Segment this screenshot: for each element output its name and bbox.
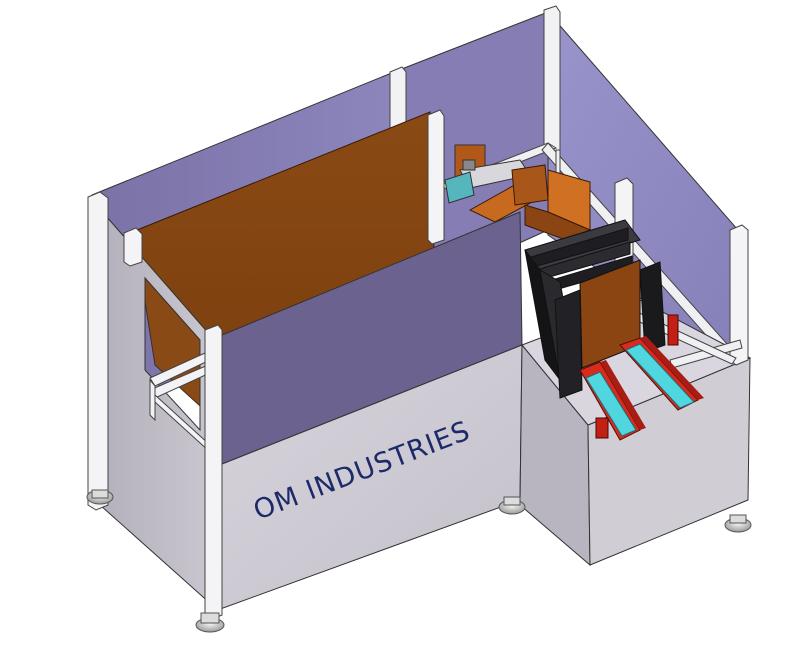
cardboard-box-open bbox=[468, 164, 592, 241]
frame-rails-left bbox=[149, 352, 213, 454]
sheet-magazine bbox=[524, 219, 666, 399]
conveyor-belt-right bbox=[625, 343, 695, 409]
red-brackets bbox=[595, 314, 679, 439]
machine-feet bbox=[86, 489, 752, 633]
conveyor-belt-left bbox=[585, 371, 637, 437]
frame-posts-front bbox=[87, 109, 445, 621]
